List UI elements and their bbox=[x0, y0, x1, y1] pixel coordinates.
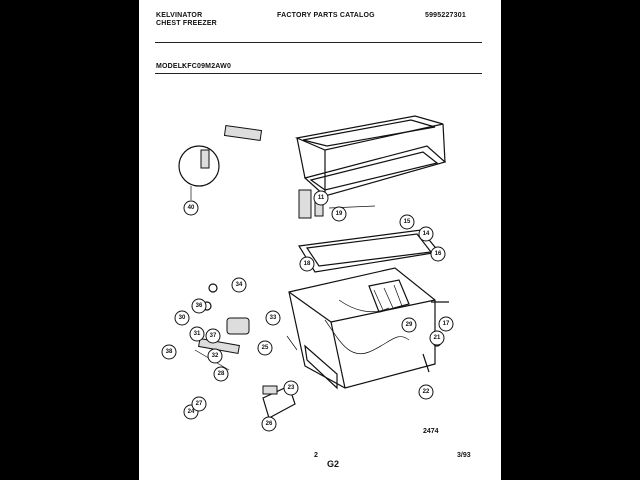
svg-text:25: 25 bbox=[262, 345, 269, 351]
svg-text:16: 16 bbox=[435, 251, 442, 257]
callout-17: 17 bbox=[438, 316, 454, 332]
model-rule bbox=[155, 73, 482, 74]
header-rule bbox=[155, 42, 482, 43]
svg-text:34: 34 bbox=[236, 282, 243, 288]
callout-30: 30 bbox=[174, 310, 190, 326]
catalog-title: FACTORY PARTS CATALOG bbox=[277, 12, 375, 19]
svg-text:33: 33 bbox=[270, 315, 277, 321]
figure-number: 2474 bbox=[423, 428, 439, 435]
brand-name: KELVINATOR bbox=[156, 12, 203, 19]
svg-text:15: 15 bbox=[404, 219, 411, 225]
svg-text:31: 31 bbox=[194, 331, 201, 337]
svg-text:29: 29 bbox=[406, 322, 413, 328]
callout-36: 36 bbox=[191, 298, 207, 314]
revision-date: 3/93 bbox=[457, 452, 471, 459]
callout-23: 23 bbox=[283, 380, 299, 396]
svg-text:17: 17 bbox=[443, 321, 450, 327]
callout-38: 38 bbox=[161, 344, 177, 360]
callout-19: 19 bbox=[331, 206, 347, 222]
parts-catalog-page: KELVINATOR CHEST FREEZER FACTORY PARTS C… bbox=[139, 0, 501, 480]
section-code: G2 bbox=[327, 459, 340, 469]
callout-31: 31 bbox=[189, 326, 205, 342]
detail-inset bbox=[178, 145, 220, 200]
callout-32: 32 bbox=[207, 348, 223, 364]
callout-18: 18 bbox=[299, 256, 315, 272]
svg-text:19: 19 bbox=[336, 211, 343, 217]
callout-15: 15 bbox=[399, 214, 415, 230]
exploded-parts-diagram: 40 11 19 15 14 16 18 36 34 30 37 31 33 3… bbox=[161, 115, 454, 432]
lid-handle bbox=[223, 124, 263, 142]
svg-text:38: 38 bbox=[166, 349, 173, 355]
svg-text:37: 37 bbox=[210, 333, 217, 339]
callout-28: 28 bbox=[213, 366, 229, 382]
svg-text:32: 32 bbox=[212, 353, 219, 359]
wire-basket bbox=[368, 279, 410, 313]
callout-26: 26 bbox=[261, 416, 277, 432]
callout-21: 21 bbox=[429, 330, 445, 346]
svg-text:28: 28 bbox=[218, 371, 225, 377]
lid-assembly bbox=[294, 115, 447, 197]
callout-27: 27 bbox=[191, 396, 207, 412]
svg-text:11: 11 bbox=[318, 195, 325, 201]
svg-text:24: 24 bbox=[188, 409, 195, 415]
callout-40: 40 bbox=[183, 200, 199, 216]
callout-34: 34 bbox=[231, 277, 247, 293]
callout-22: 22 bbox=[418, 384, 434, 400]
svg-text:40: 40 bbox=[188, 205, 195, 211]
callout-33: 33 bbox=[265, 310, 281, 326]
callout-11: 11 bbox=[313, 190, 329, 206]
callout-29: 29 bbox=[401, 317, 417, 333]
cabinet bbox=[288, 267, 436, 390]
svg-text:26: 26 bbox=[266, 421, 273, 427]
svg-text:21: 21 bbox=[434, 335, 441, 341]
page-number: 2 bbox=[314, 452, 318, 459]
callout-14: 14 bbox=[418, 226, 434, 242]
model-number: KFC09M2AW0 bbox=[182, 63, 232, 70]
callout-16: 16 bbox=[430, 246, 446, 262]
svg-text:27: 27 bbox=[196, 401, 203, 407]
right-small-parts bbox=[262, 301, 449, 395]
svg-text:14: 14 bbox=[423, 231, 430, 237]
svg-text:30: 30 bbox=[179, 315, 186, 321]
svg-text:18: 18 bbox=[304, 261, 311, 267]
svg-text:36: 36 bbox=[196, 303, 203, 309]
product-name: CHEST FREEZER bbox=[156, 20, 217, 27]
svg-text:22: 22 bbox=[423, 389, 430, 395]
callout-37: 37 bbox=[205, 328, 221, 344]
catalog-number: 5995227301 bbox=[425, 12, 466, 19]
callout-25: 25 bbox=[257, 340, 273, 356]
breaker-frame bbox=[298, 229, 441, 273]
svg-text:23: 23 bbox=[288, 385, 295, 391]
model-label: MODEL: bbox=[156, 63, 185, 70]
